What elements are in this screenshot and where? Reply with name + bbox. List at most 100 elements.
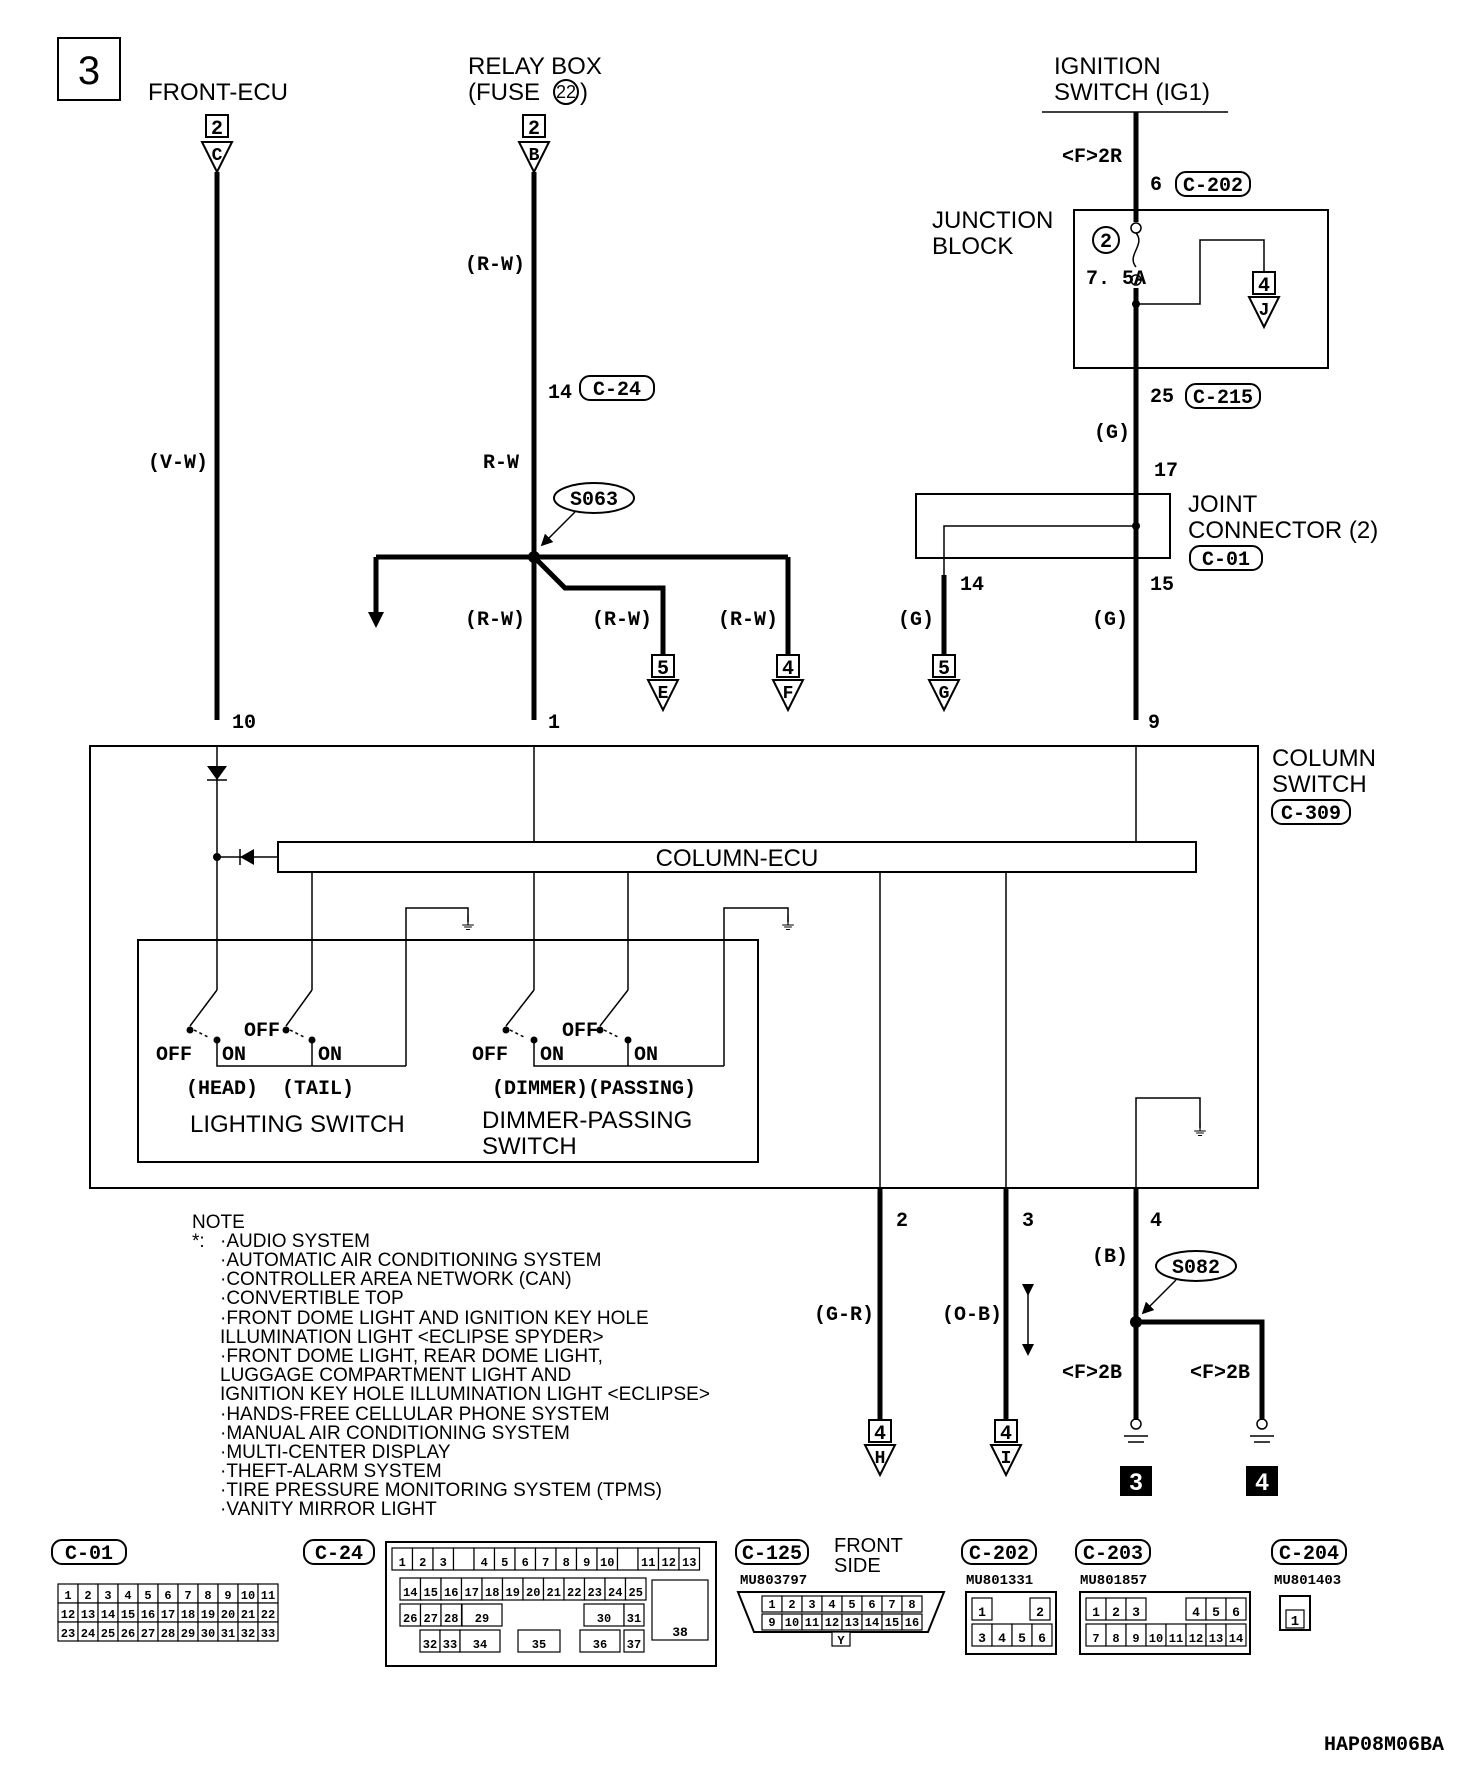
connector-pin-label: 5 [501,1556,508,1570]
ref-f-num: 4 [782,658,794,681]
c01-id: C-01 [65,1543,113,1566]
connector-pin-label: 20 [221,1608,235,1622]
connector-pin-label: 23 [61,1627,75,1641]
head-on: ON [222,1044,246,1067]
c125-id: C-125 [742,1543,802,1566]
connector-pin [901,1595,923,1613]
pin-6: 6 [1150,174,1162,197]
connector-pin-label: 28 [161,1627,175,1641]
ground-route-left: <F>2B [1062,1362,1122,1385]
connector-pin-label: 31 [221,1627,235,1641]
lighting-tail-switch: OFF ON [244,989,342,1067]
pin-15: 15 [1150,574,1174,597]
connector-pin-label: 14 [101,1608,115,1622]
note-item: ·HANDS-FREE CELLULAR PHONE SYSTEM [220,1404,610,1425]
tail-on: ON [318,1044,342,1067]
front-ecu-num: 2 [211,118,223,141]
connector-pin-label: 9 [583,1556,590,1570]
connector-pin-label: 11 [1169,1632,1183,1646]
wire-g-label-left: (G) [898,609,934,632]
front-ecu-label: FRONT-ECU [148,79,288,106]
lighting-switch-label: LIGHTING SWITCH [190,1111,405,1138]
connector-pin [616,1547,639,1571]
connector-pin-label: 6 [868,1598,875,1612]
connector-pin-label: 7 [1092,1632,1099,1646]
connector-pin-label: 38 [672,1625,688,1640]
joint-connector-label: JOINT [1188,491,1258,518]
wire-b-label: (B) [1092,1246,1128,1269]
splice-s063: S063 [570,489,618,512]
c202-part: MU801331 [966,1573,1033,1589]
connector-pin-label: 27 [141,1627,155,1641]
connector-pin [651,1579,709,1641]
connector-pin-label: 10 [600,1556,614,1570]
connector-pin-label: 8 [204,1589,211,1603]
connector-pin-label: 14 [403,1586,417,1600]
connector-pin-label: 23 [588,1586,602,1600]
connector-pin-label: 26 [121,1627,135,1641]
fuse-number: 2 [1100,231,1112,254]
ignition-source: IGNITION SWITCH (IG1) [1042,53,1228,113]
note-item: ·FRONT DOME LIGHT AND IGNITION KEY HOLE [220,1308,649,1329]
connector-pin-label: 14 [1229,1632,1243,1646]
connector-pin-label: 11 [805,1616,819,1630]
ref-g: 5 G [927,654,961,713]
page-number-text: 3 [78,49,100,93]
wire-g-label-right: (G) [1092,609,1128,632]
connector-pin-label: 4 [1192,1605,1200,1620]
c125-part: MU803797 [740,1573,807,1589]
note-item: ·FRONT DOME LIGHT, REAR DOME LIGHT, [220,1346,603,1367]
connector-face-c204: C-204 MU801403 1 [1271,1539,1347,1631]
column-switch: COLUMN SWITCH C-309 COLUMN-ECU ⏚ ⏚ [89,745,1376,1189]
connector-pin-label: 12 [61,1608,75,1622]
note-item: LUGGAGE COMPARTMENT LIGHT AND [220,1365,571,1386]
connector-pin-label: 16 [141,1608,155,1622]
connector-pin-label: 12 [662,1556,676,1570]
c125-y: Y [837,1634,845,1648]
c203-part: MU801857 [1080,1573,1147,1589]
ref-e-letter: E [658,684,669,704]
note-item: ·THEFT-ALARM SYSTEM [220,1461,442,1482]
junction-block: JUNCTION BLOCK 2 7. 5A 4 J [932,207,1329,369]
relay-box-num: 2 [528,118,540,141]
connector-pin [1125,1597,1147,1621]
connector-pin-label: 15 [424,1586,438,1600]
wire-rw-label-e: (R-W) [592,609,652,632]
connector-pin-label: 9 [224,1589,231,1603]
connector-pin-label: 36 [593,1638,607,1652]
connector-pin-label: 25 [629,1586,643,1600]
connector-pin-label: 26 [403,1612,417,1626]
c204-pin: 1 [1291,1614,1299,1630]
connector-pin-label: 3 [440,1556,447,1570]
svg-text:⏚: ⏚ [1191,1120,1209,1140]
connector-pin-label: 10 [785,1616,799,1630]
pin-2: 2 [896,1210,908,1233]
connector-pin-label: 29 [181,1627,195,1641]
ref-e-num: 5 [657,658,669,681]
connector-pin-label: 4 [828,1598,835,1612]
relay-box-fuse-close: ) [580,79,588,106]
connector-pin-label: 1 [1092,1605,1100,1620]
connector-pin-label: 4 [124,1589,131,1603]
connector-pin-label: 7 [888,1598,895,1612]
pin-14-c24: 14 [548,382,572,405]
connector-pin-label: 24 [81,1627,95,1641]
joint-connector: JOINT CONNECTOR (2) C-01 [915,491,1378,575]
dimmer-on: ON [540,1044,564,1067]
dimmer-switch: OFF ON [472,989,724,1067]
connector-pin-label: 22 [567,1586,581,1600]
connector-pin [461,1603,503,1627]
junction-block-label: JUNCTION [932,207,1053,234]
passing-on: ON [634,1044,658,1067]
connector-pin-label: 19 [201,1608,215,1622]
connector-pin-label: 25 [101,1627,115,1641]
connector-pin [452,1547,475,1571]
passing-label: (PASSING) [588,1078,696,1101]
connector-pin-label: 1 [978,1605,986,1620]
connector-pin-label: 17 [161,1608,175,1622]
c125-note-front: FRONT [834,1535,903,1557]
connector-pin-label: 2 [1112,1605,1120,1620]
